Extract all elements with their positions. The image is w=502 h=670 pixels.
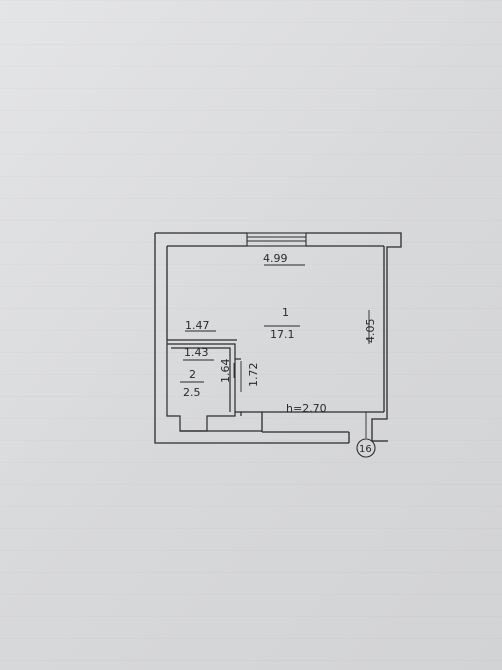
bathroom-walls	[166, 340, 262, 432]
dimension-marks	[180, 264, 370, 438]
room2-dim-height-a: 1.64	[219, 359, 232, 384]
room1-area: 17.1	[270, 328, 295, 341]
axis-marker: 16	[356, 438, 376, 458]
room2-dim-width: 1.43	[184, 346, 209, 359]
ceiling-height: h=2.70	[286, 402, 327, 415]
axis-marker-number: 16	[359, 444, 372, 455]
dim-right-height: 4.05	[364, 319, 377, 344]
room2-dim-height-b: 1.72	[247, 363, 260, 388]
exterior-wall	[154, 232, 402, 444]
dim-top-width: 4.99	[263, 252, 288, 265]
room1-number: 1	[282, 306, 289, 319]
dim-left-partition: 1.47	[185, 319, 210, 332]
window-top	[246, 232, 307, 247]
room2-number: 2	[189, 368, 196, 381]
room2-area: 2.5	[183, 386, 201, 399]
